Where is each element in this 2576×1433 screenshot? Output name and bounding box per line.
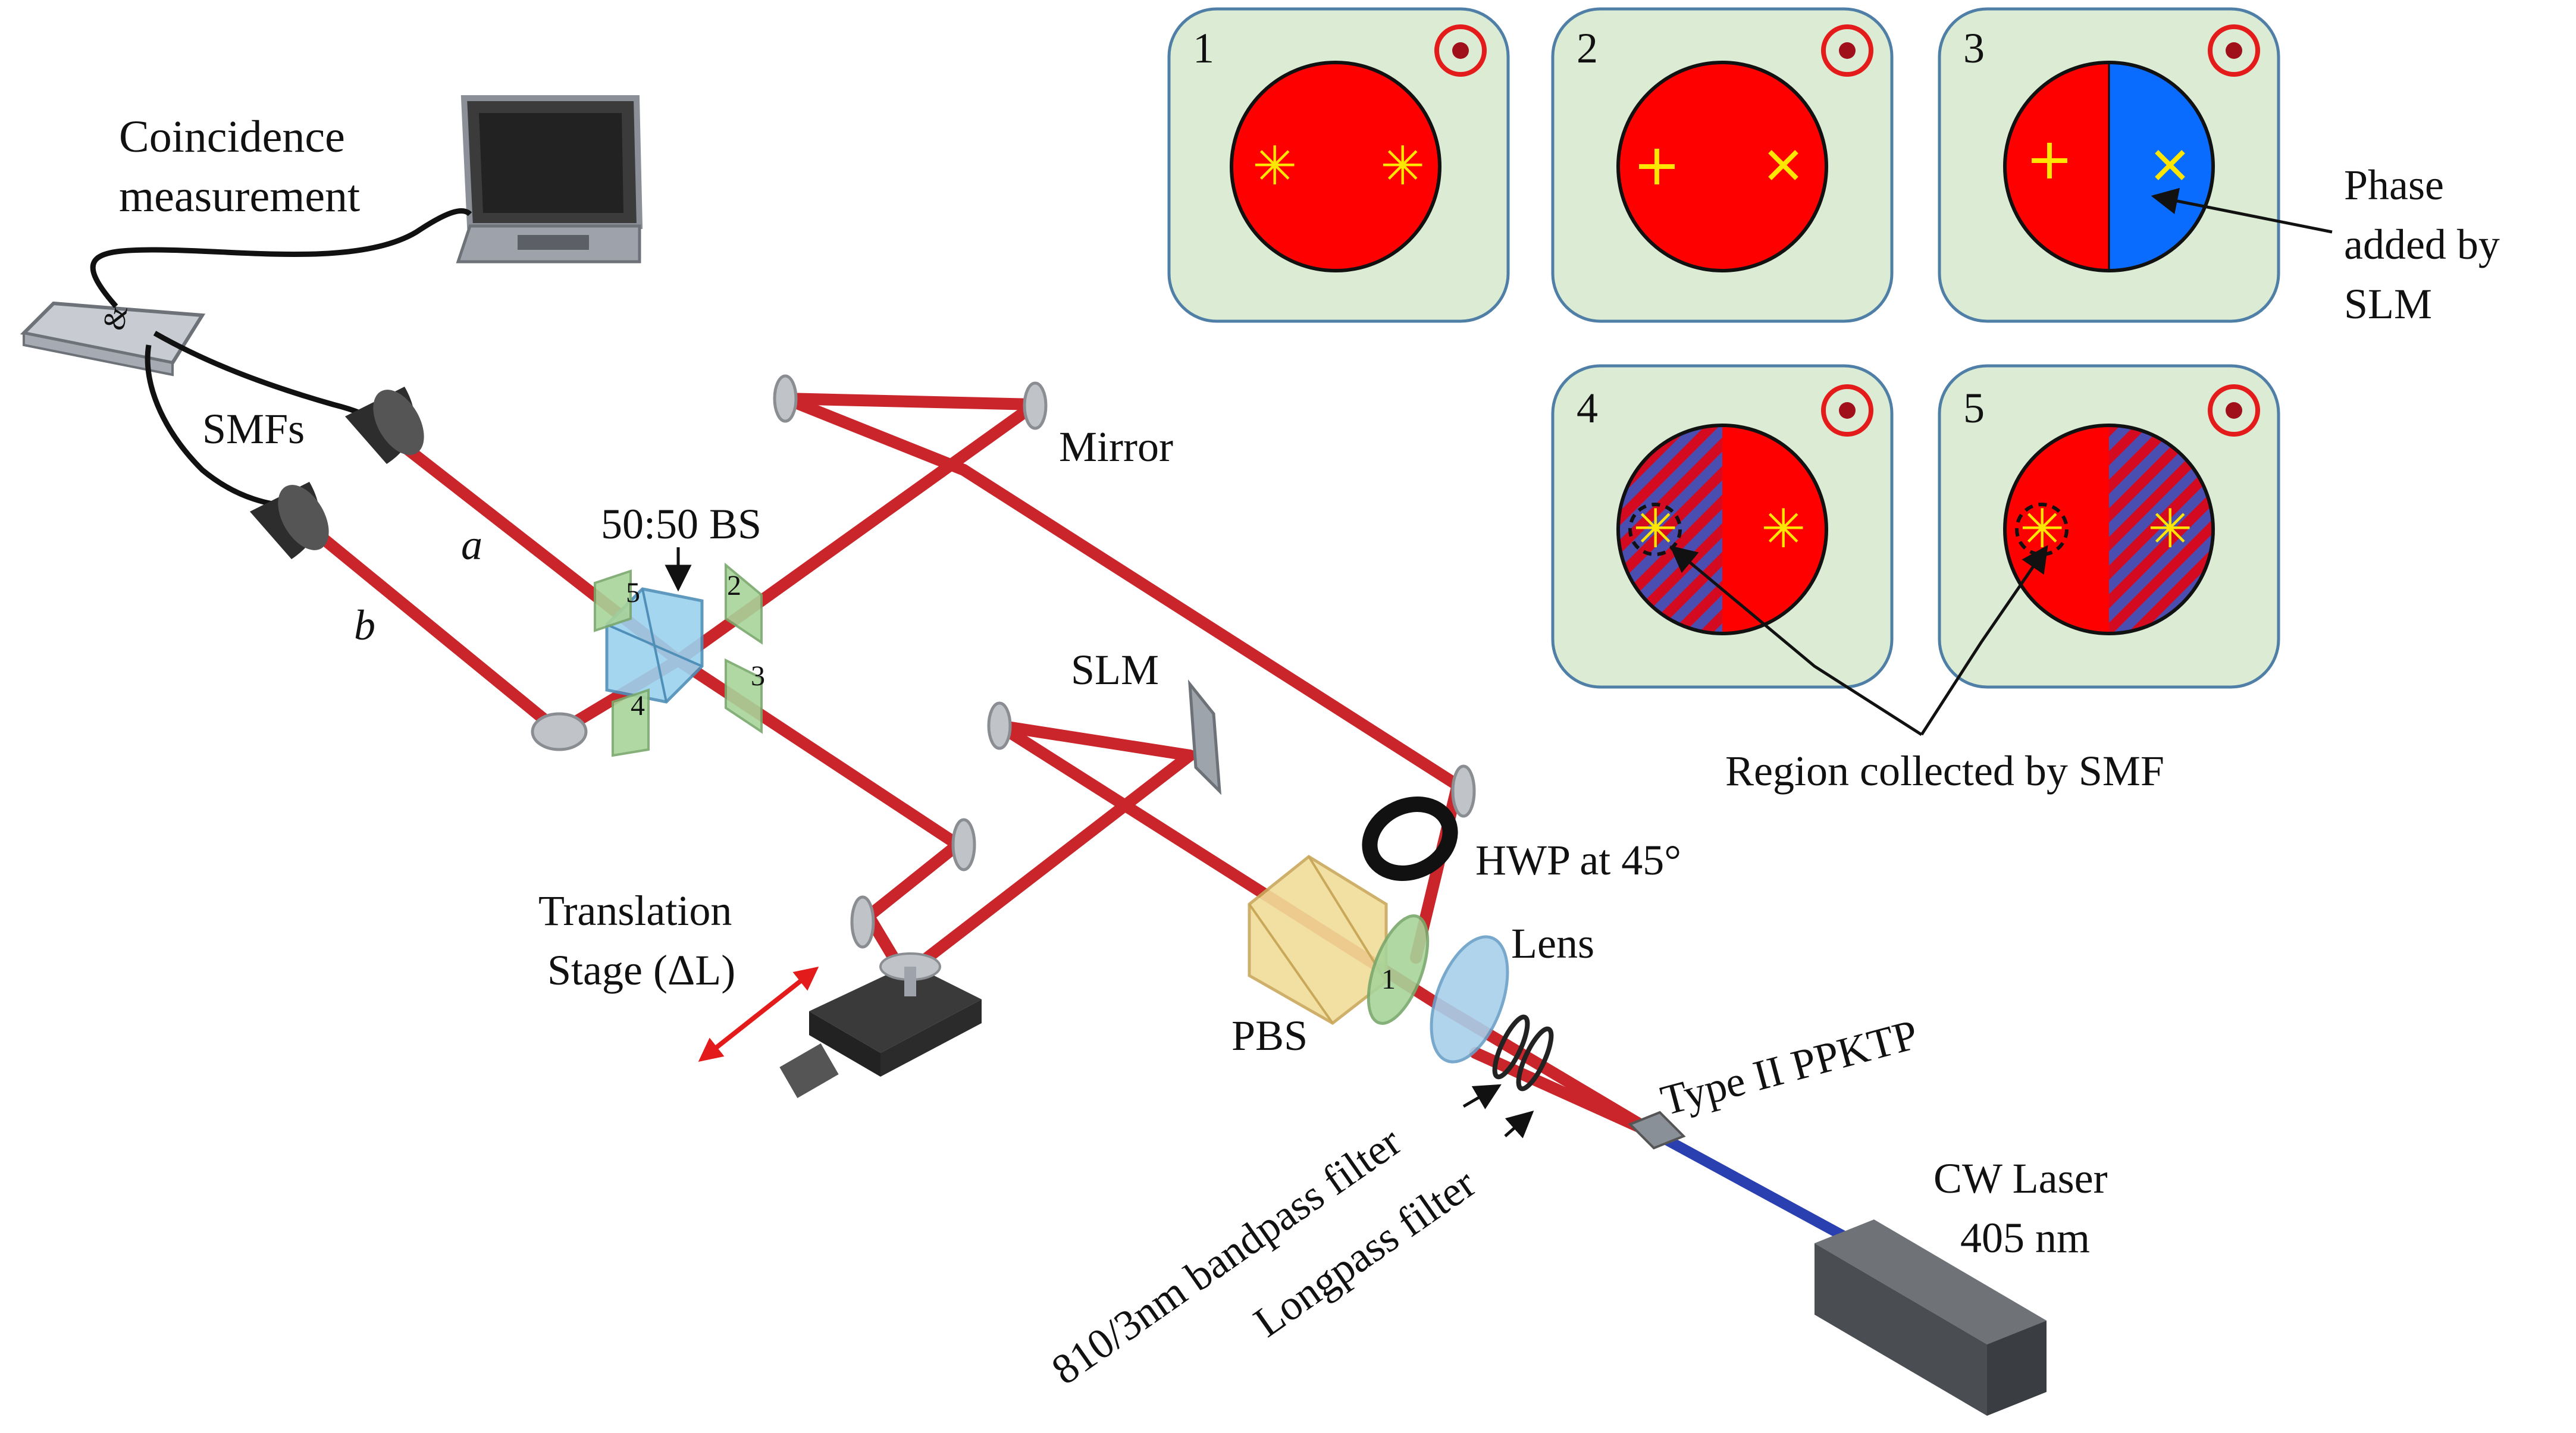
panel-3-number: 3 [1963,24,1985,72]
path-a-label: a [461,521,482,569]
mirror-label: Mirror [1059,423,1173,471]
port-4-label: 4 [631,690,645,722]
stage-motion-arrow [698,967,819,1062]
cables [90,208,472,509]
slm-device [1187,679,1222,795]
panel-2: 2 [1551,7,1894,323]
panel-1-marker-right: ✳ [1380,135,1425,197]
laser-label-2: 405 nm [1960,1214,2090,1262]
stage-label-1: Translation [538,887,732,935]
fiber-coupler-a [345,387,424,464]
panel-2-number: 2 [1577,24,1598,72]
panel-4: 4 ✳ ✳ [1551,364,1894,689]
region-pointer-left [1669,545,1923,736]
waveplate-1 [1367,914,1430,1025]
panel-5-number: 5 [1963,384,1985,432]
panel-3-marker-cross [2155,150,2185,180]
coincidence-counter [20,301,206,377]
panel-5-marker-right: ✳ [2148,498,2192,560]
port-2-label: 2 [727,570,741,601]
ppktp-label: Type II PPKTP [1656,1011,1923,1125]
cw-laser [1815,1219,2047,1416]
lens [1430,935,1509,1064]
path-b-label: b [354,601,375,649]
panel-1: 1 ✳ ✳ [1167,7,1510,323]
fiber-coupler-b [250,482,329,559]
phase-label-1: Phase [2344,161,2444,209]
hwp-label: HWP at 45° [1475,836,1681,884]
coincidence-label-1: Coincidence [119,112,345,162]
coincidence-symbol: & [97,303,134,333]
region-label: Region collected by SMF [1725,747,2164,795]
longpass-pointer [1504,1111,1534,1139]
panel-5: 5 ✳ ✳ [1938,364,2280,689]
phase-pointer [2151,187,2333,234]
panel-2-marker-cross [1768,150,1798,180]
phase-label-2: added by [2344,221,2500,268]
panel-4-marker-left: ✳ [1633,498,1678,560]
port-3-label: 3 [751,660,765,692]
laptop [456,95,643,264]
bandpass-pointer [1462,1084,1502,1109]
inset-panels: 1 ✳ ✳ 2 3 [1167,7,2280,689]
slm-label: SLM [1071,646,1159,694]
panel-1-marker-left: ✳ [1252,135,1297,197]
ppktp-crystal [1628,1111,1686,1150]
bs-waveplates [594,562,763,757]
smfs-label: SMFs [202,405,305,453]
stage-label-2: Stage (ΔL) [547,946,735,994]
pbs-label: PBS [1231,1012,1308,1059]
panel-3: 3 [1938,7,2280,323]
translation-stage [779,952,982,1098]
hwp [1362,797,1458,881]
filters [1492,1014,1554,1092]
port-1-label: 1 [1381,964,1396,995]
laser-label-1: CW Laser [1933,1155,2108,1202]
panel-1-number: 1 [1193,24,1214,72]
panel-4-marker-right: ✳ [1761,498,1806,560]
pbs [1248,854,1388,1026]
mirrors [531,374,1476,949]
panel-4-number: 4 [1577,384,1598,432]
panel-2-marker-plus [1639,149,1675,184]
port-5-label: 5 [626,577,640,609]
coincidence-label-2: measurement [119,171,360,221]
region-pointer-right [1920,545,2048,736]
bs-label: 50:50 BS [601,500,761,548]
phase-label-3: SLM [2344,280,2432,328]
panel-3-marker-plus [2032,143,2067,178]
lens-label: Lens [1511,920,1594,967]
